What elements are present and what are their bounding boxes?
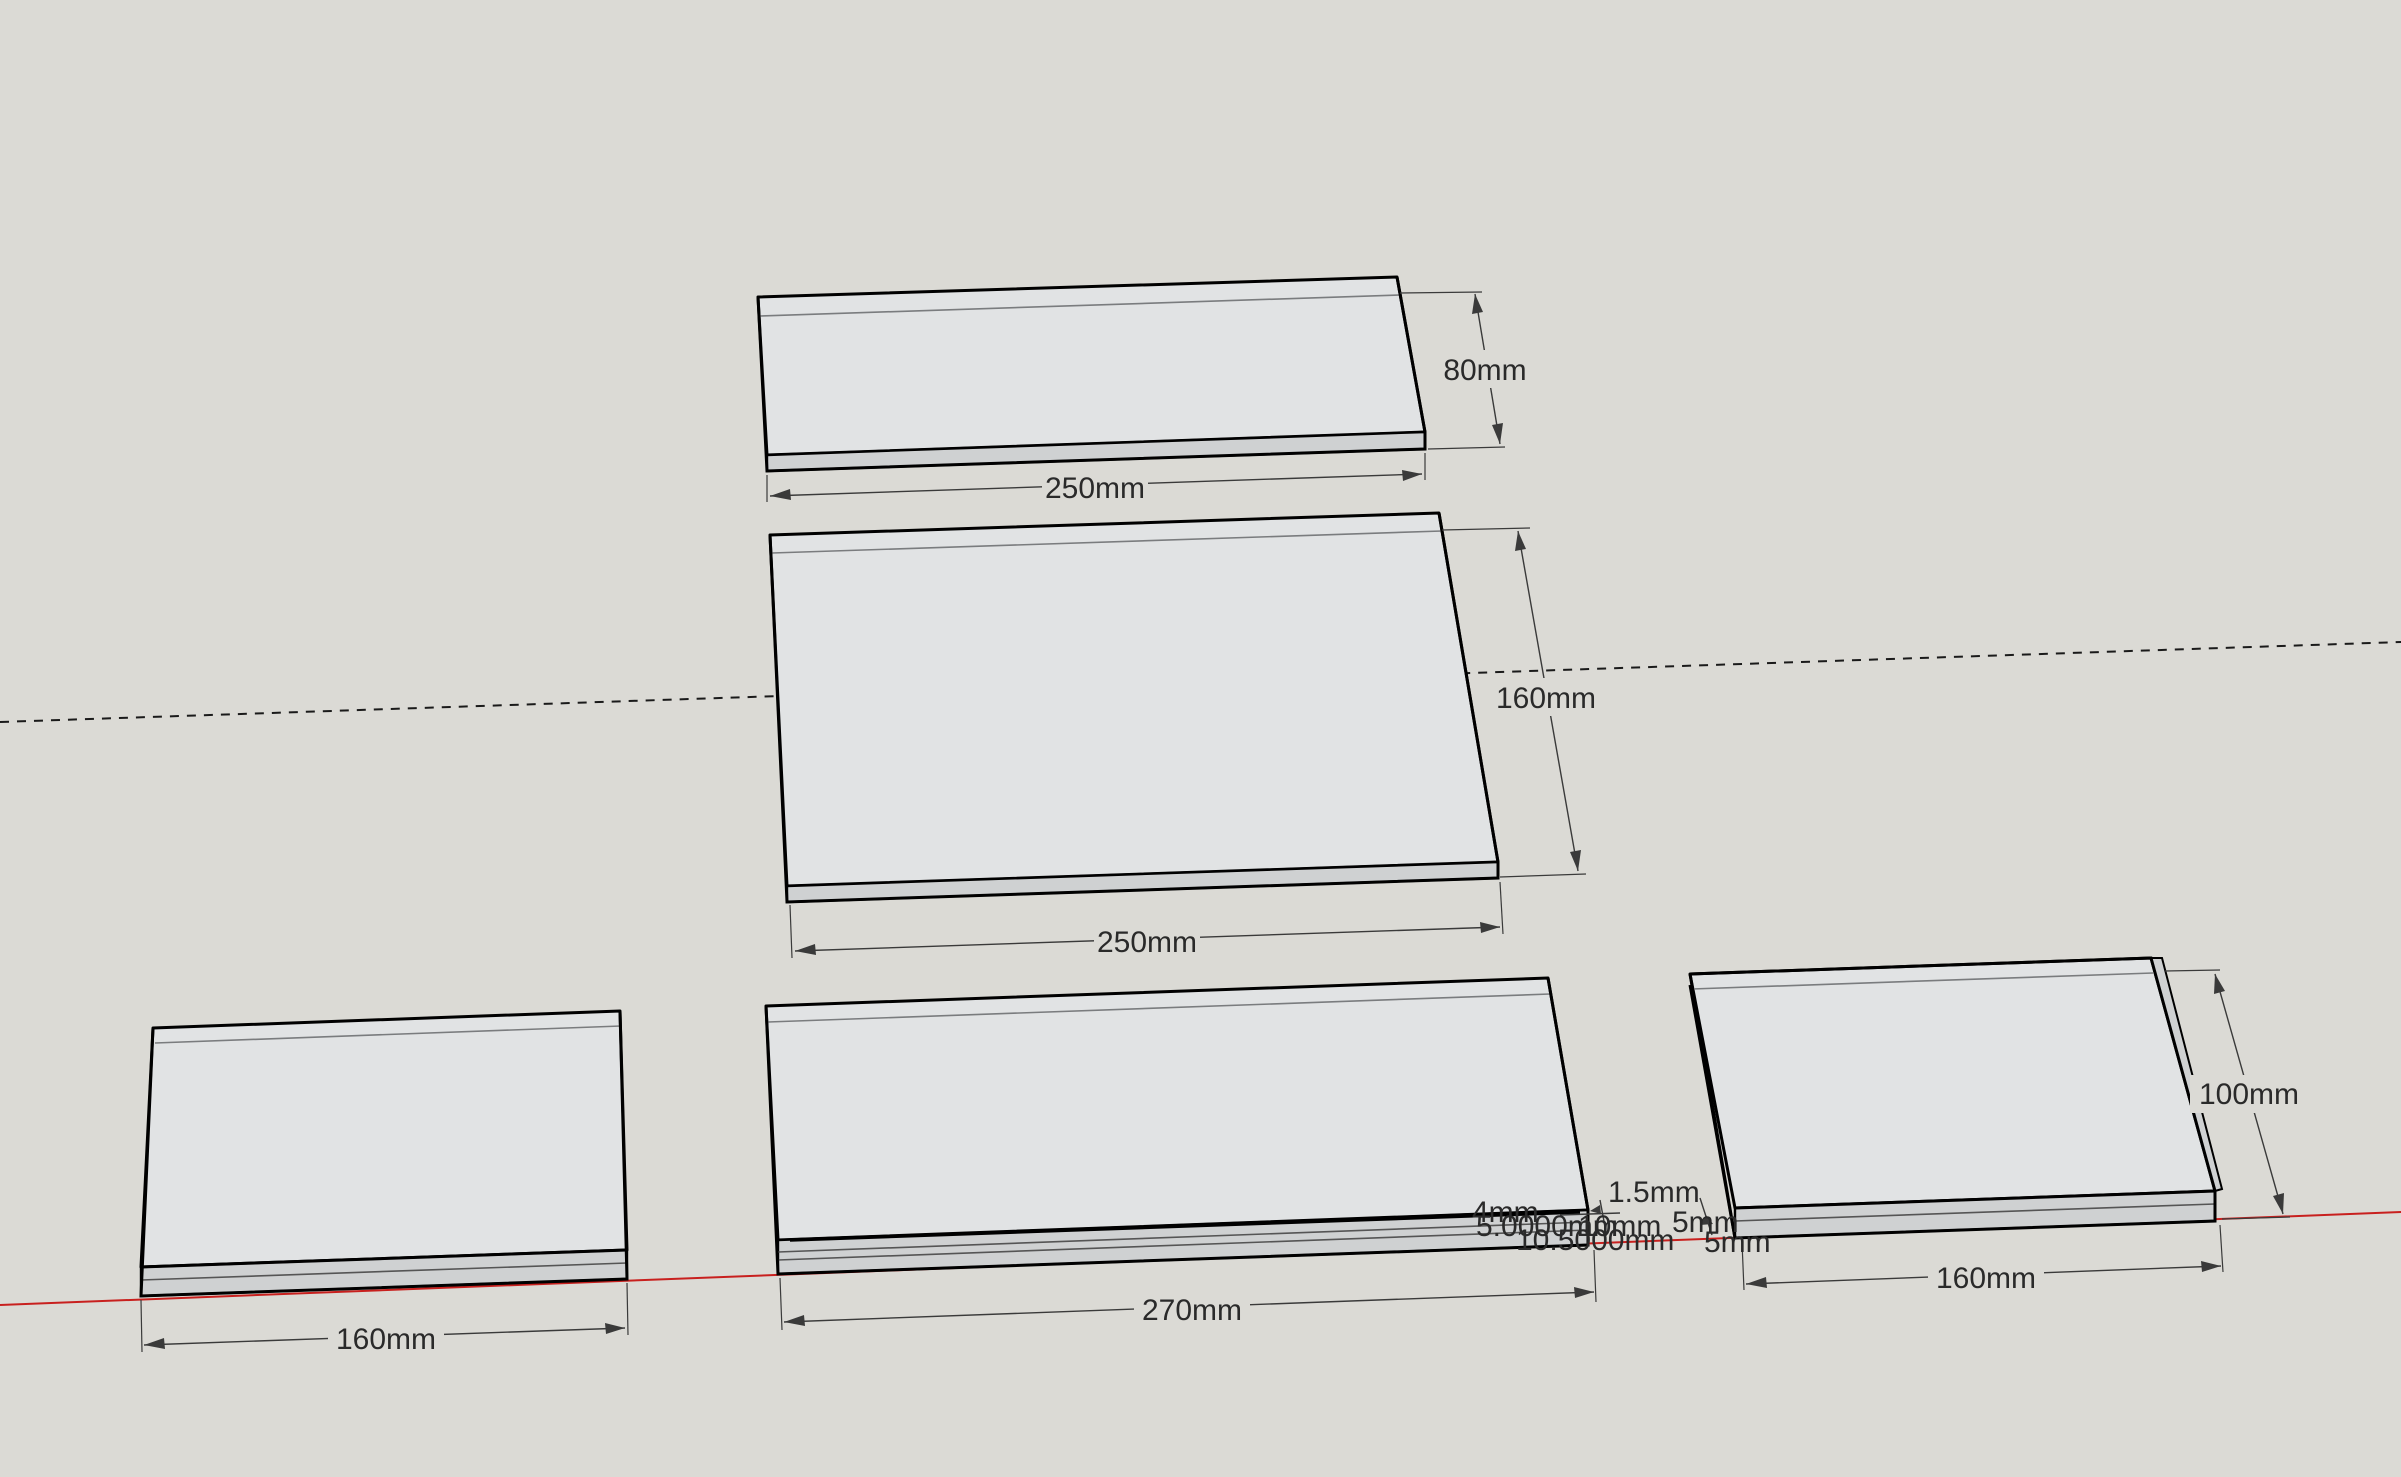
panel-top[interactable] bbox=[756, 275, 1427, 473]
dimension-label-small: 5mm bbox=[1704, 1226, 1771, 1259]
panel-center[interactable] bbox=[764, 976, 1590, 1276]
dimension-label: 250mm bbox=[1097, 926, 1197, 959]
dimension-label: 160mm bbox=[336, 1323, 436, 1356]
small-dimension-cluster[interactable]: 1.5mm 4mm 5.0000mm 10mm 5mm 10.5000mm 5m… bbox=[1472, 1176, 1771, 1259]
dimension-right-depth[interactable]: 100mm bbox=[2164, 969, 2306, 1220]
dimension-label: 80mm bbox=[1443, 354, 1526, 387]
dimension-label: 160mm bbox=[1936, 1262, 2036, 1295]
dimension-label-small: 5mm bbox=[1672, 1206, 1739, 1239]
dimension-middle-depth[interactable]: 160mm bbox=[1441, 527, 1604, 878]
dimension-middle-width[interactable]: 250mm bbox=[789, 881, 1504, 960]
dimension-center-width[interactable]: 270mm bbox=[779, 1249, 1597, 1331]
panel-right[interactable] bbox=[1688, 956, 2224, 1240]
dimension-top-width[interactable]: 250mm bbox=[766, 453, 1426, 506]
dimension-label: 100mm bbox=[2199, 1078, 2299, 1111]
dimension-label-small: 10mm bbox=[1578, 1210, 1661, 1243]
dimension-label: 270mm bbox=[1142, 1294, 1242, 1327]
panel-middle[interactable] bbox=[768, 511, 1500, 904]
dimension-label-small: 5.0000mm bbox=[1476, 1210, 1618, 1243]
dimension-left-width[interactable]: 160mm bbox=[140, 1282, 629, 1357]
dimension-label-small: 4mm bbox=[1472, 1196, 1539, 1229]
panel-left[interactable] bbox=[139, 1009, 629, 1298]
dimension-label-small: 10.5000mm bbox=[1516, 1224, 1674, 1257]
dimension-label-small: 1.5mm bbox=[1608, 1176, 1700, 1209]
dimension-label: 160mm bbox=[1496, 682, 1596, 715]
dimension-right-width[interactable]: 160mm bbox=[1741, 1224, 2224, 1296]
dimension-label: 250mm bbox=[1045, 472, 1145, 505]
dimension-top-depth[interactable]: 80mm bbox=[1399, 291, 1535, 450]
